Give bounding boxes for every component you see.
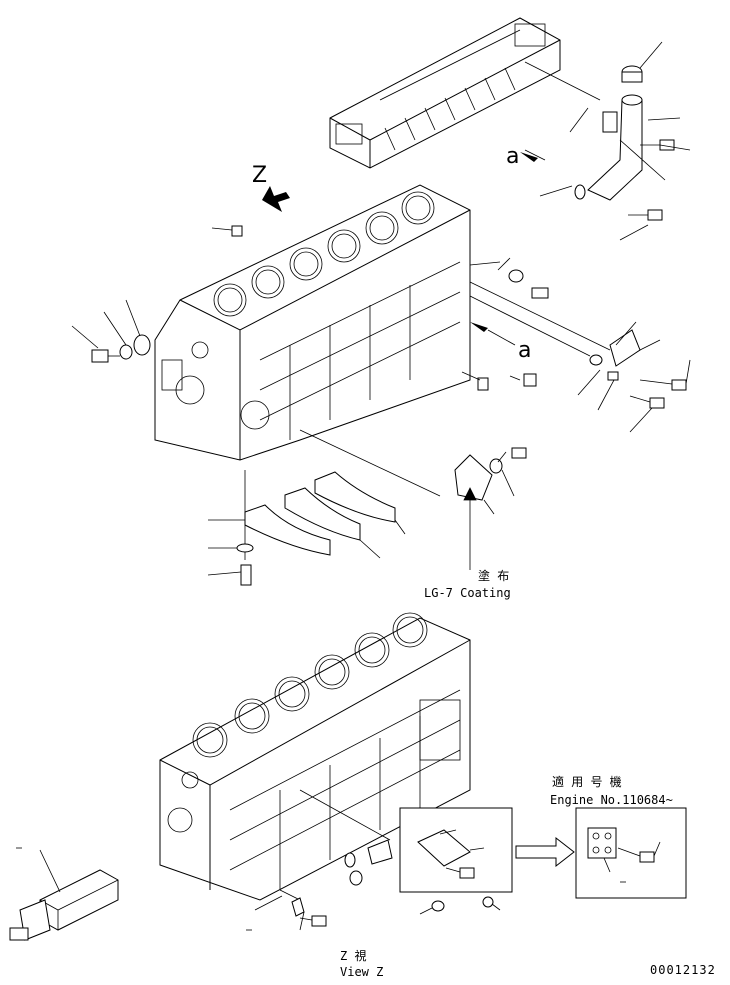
cylinder-block-upper bbox=[154, 184, 471, 461]
applicable-jp-label: 適 用 号 機 bbox=[552, 775, 622, 789]
breather-tube bbox=[574, 65, 643, 201]
cover-plate bbox=[299, 429, 527, 570]
ref-a-top-label: a bbox=[506, 144, 520, 169]
drawing-number: 00012132 bbox=[650, 963, 716, 977]
view-z-arrow bbox=[262, 186, 290, 212]
main-bearing-caps bbox=[207, 470, 406, 586]
engine-number-label: Engine No.110684~ bbox=[550, 793, 673, 807]
leaders-top bbox=[524, 41, 691, 241]
coating-jp-label: 塗 布 bbox=[478, 569, 510, 583]
later-part-box bbox=[575, 807, 687, 899]
right-fasteners bbox=[461, 257, 691, 433]
intake-manifold bbox=[329, 17, 561, 169]
left-fasteners bbox=[71, 225, 243, 363]
later-part-arrow bbox=[515, 836, 575, 868]
cylinder-block-lower bbox=[159, 612, 471, 901]
special-tool bbox=[9, 847, 119, 941]
coating-en-label: LG-7 Coating bbox=[424, 586, 511, 600]
ref-arrow-top bbox=[520, 152, 538, 162]
view-z-label: Z bbox=[252, 163, 268, 188]
tube-bolts bbox=[524, 61, 675, 221]
view-jp-label: Z 視 bbox=[340, 949, 367, 963]
ref-arrow-mid bbox=[470, 322, 488, 332]
lower-fasteners bbox=[246, 789, 513, 931]
view-en-label: View Z bbox=[340, 965, 384, 979]
ref-a-mid-label: a bbox=[518, 338, 532, 363]
